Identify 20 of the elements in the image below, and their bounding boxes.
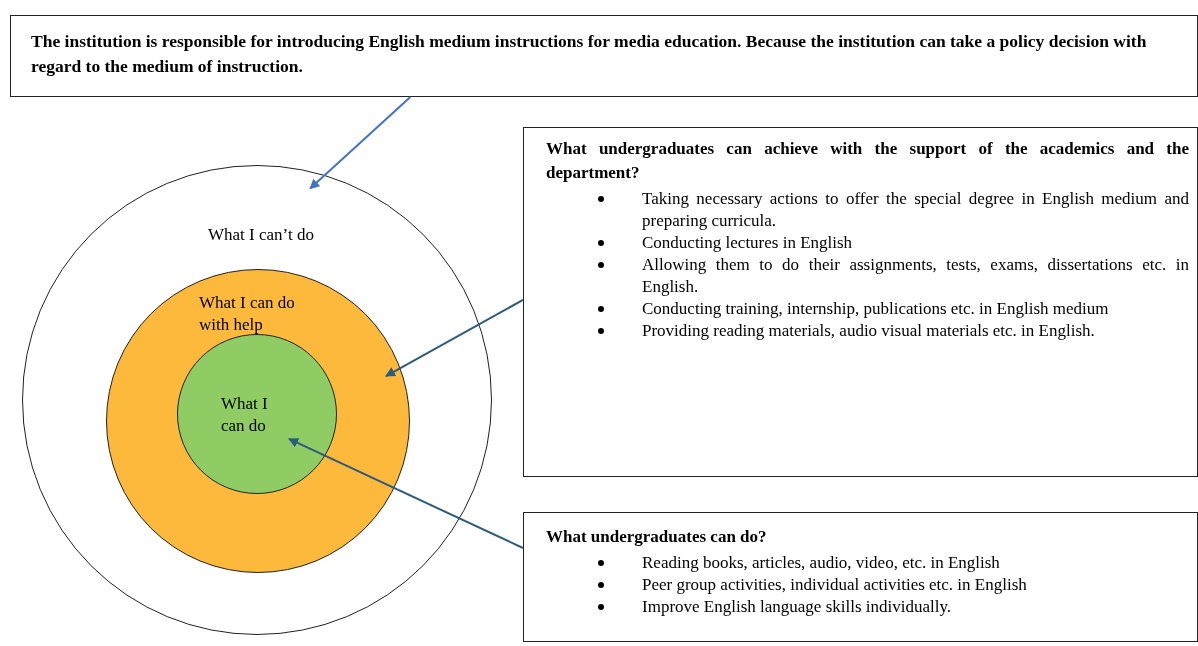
bullet-item: Reading books, articles, audio, video, etc. in English [642, 552, 1001, 574]
bullet-item: Allowing them to do their assignments, tests, exams, dissertations etc. in English. [642, 254, 1189, 298]
bullet-item: Peer group activities, individual activities etc. in English [642, 574, 1028, 596]
text-box [523, 127, 1198, 477]
box-heading: What undergraduates can do? [546, 526, 768, 548]
ring-label: What I can do [221, 393, 269, 437]
bullet-item: Conducting training, internship, publications etc. in English medium [642, 298, 1110, 320]
box-heading: What undergraduates can achieve with the support of the academics and the department? [546, 138, 1189, 184]
statement-text: The institution is responsible for introducing English medium instructions for media education. Because the institution can take a policy decision with regard to the medium of instruction. [30, 30, 1148, 78]
arrow [288, 437, 524, 549]
ring-label: What I can do with help [199, 292, 296, 336]
arrow [385, 298, 524, 377]
bullet-item: Conducting lectures in English [642, 232, 854, 254]
arrow [309, 96, 412, 190]
ring-label: What I can’t do [208, 224, 315, 246]
bullet-item: Improve English language skills individually. [642, 596, 953, 618]
text-box [523, 512, 1198, 642]
bullet-item: Providing reading materials, audio visual materials etc. in English. [642, 320, 1096, 342]
bullet-item: Taking necessary actions to offer the special degree in English medium and preparing curricula. [642, 188, 1189, 232]
statement-box [10, 15, 1198, 97]
